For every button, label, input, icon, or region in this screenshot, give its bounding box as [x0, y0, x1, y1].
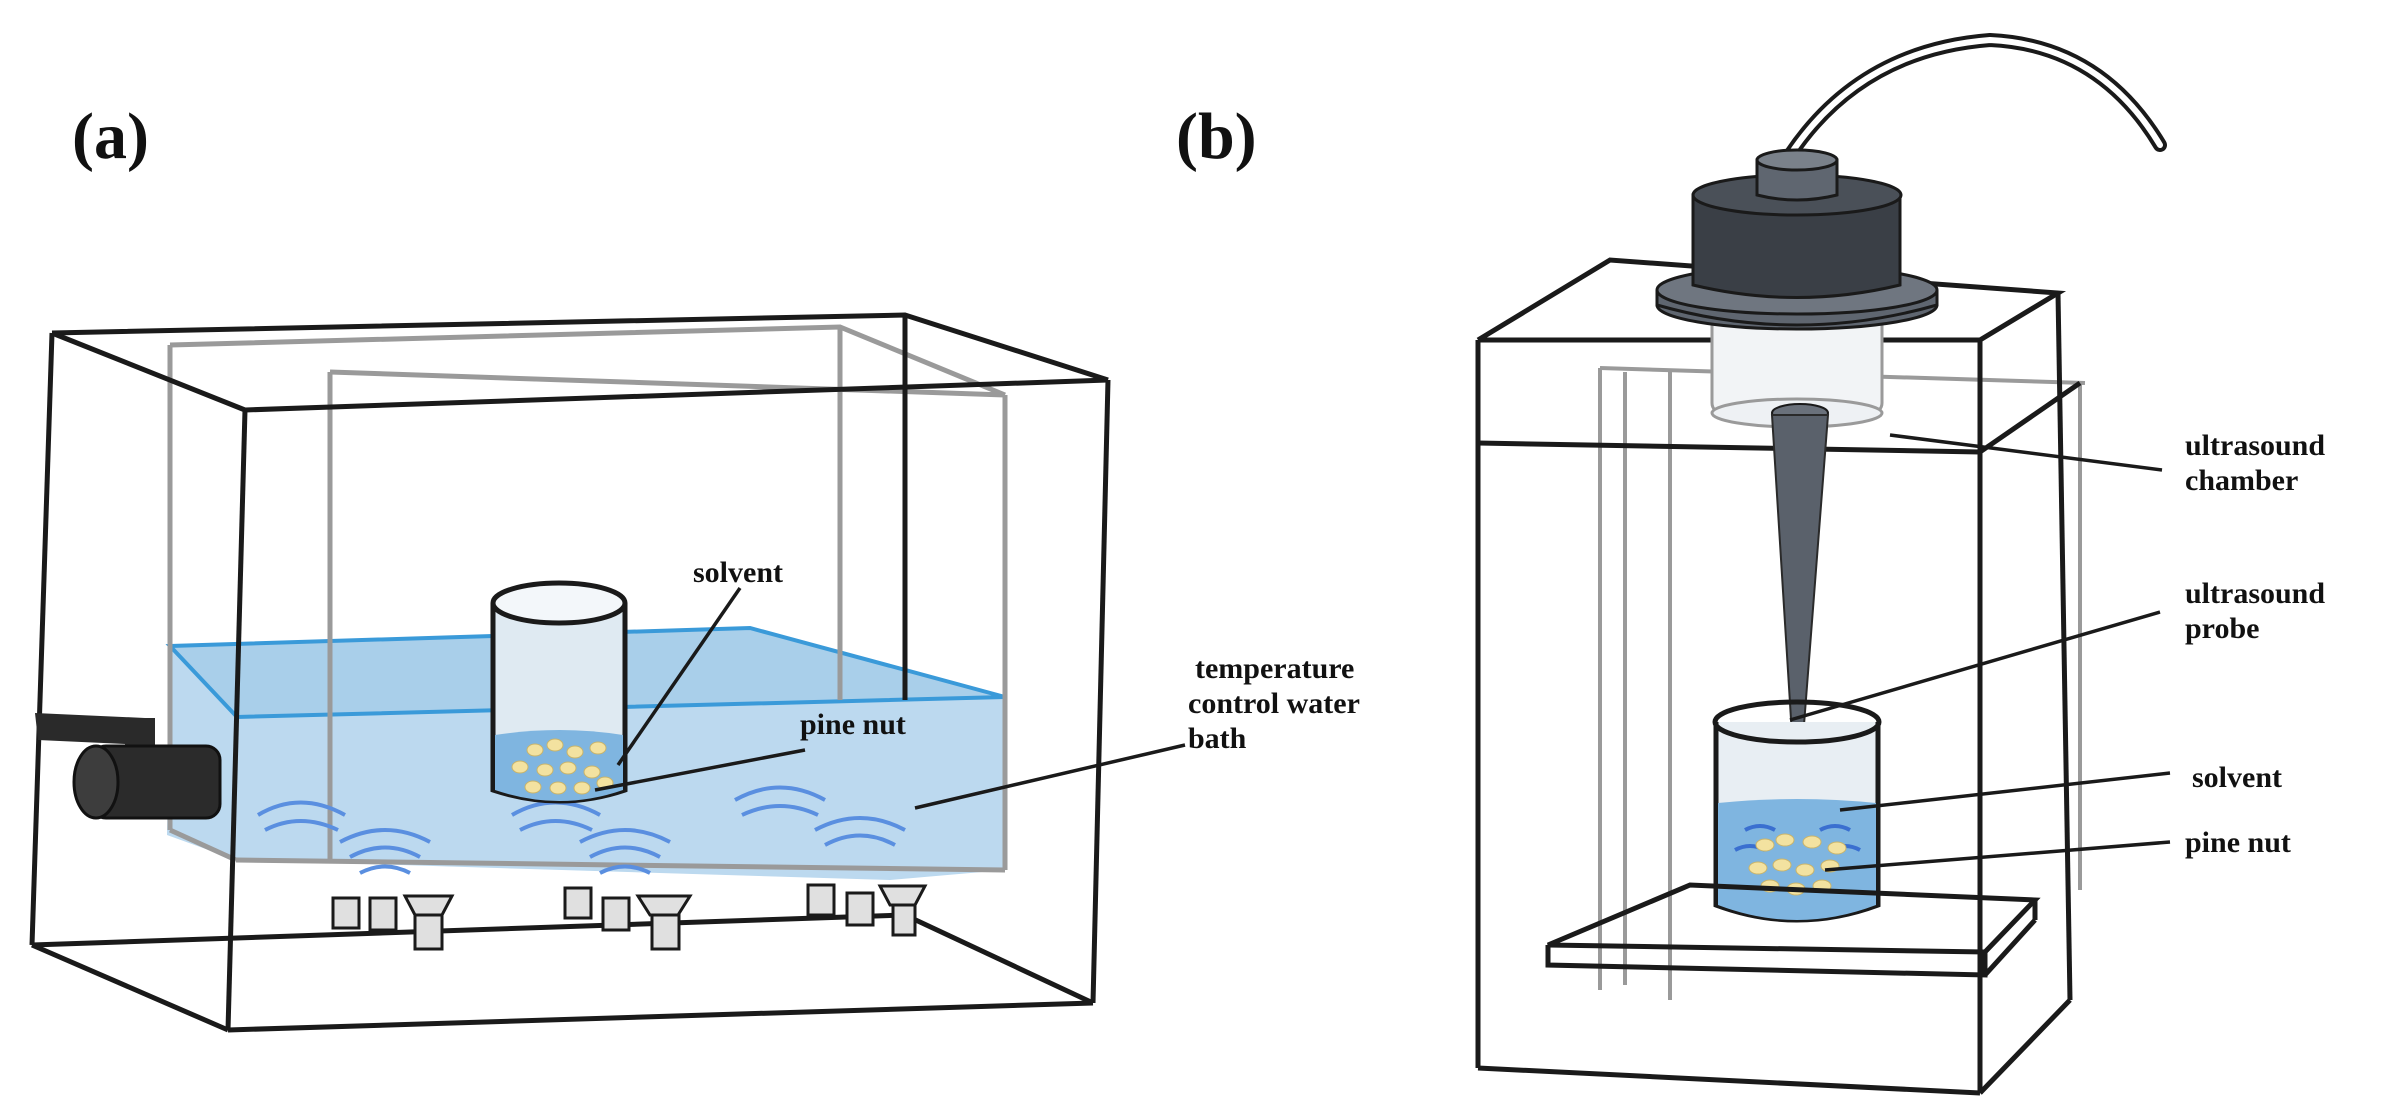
label-solvent-b: solvent: [2192, 761, 2282, 794]
transducers: [331, 883, 928, 951]
ultrasound-probe-tip: [1770, 403, 1830, 816]
pine-nuts-a: [511, 738, 614, 795]
label-chamber-line2: chamber: [2185, 464, 2298, 497]
probe-housing: [1655, 148, 1939, 429]
heater-pump: [35, 713, 222, 820]
outer-box-frame: [29, 312, 1111, 1033]
label-probe-line1: ultrasound: [2185, 577, 2325, 610]
ultrasound-chamber-box: [1475, 257, 2082, 1096]
label-pine-nut-a: pine nut: [800, 708, 906, 741]
stand-plate: [1545, 882, 2041, 978]
leader-lines-b: [1789, 433, 2171, 872]
label-solvent-a: solvent: [693, 556, 783, 589]
label-bath-line3: bath: [1188, 722, 1247, 755]
label-pine-nut-b: pine nut: [2185, 826, 2291, 859]
ultrasonic-waves: [256, 785, 906, 875]
leader-lines-a: [594, 587, 1186, 810]
pine-nuts-b: [1748, 833, 1847, 896]
label-chamber-line1: ultrasound: [2185, 429, 2325, 462]
label-bath-line2: control water: [1188, 687, 1360, 720]
panel-a: (a): [29, 100, 1360, 1033]
panel-a-label: (a): [72, 100, 149, 173]
panel-b: (b): [1176, 32, 2325, 1096]
label-probe-line2: probe: [2185, 612, 2259, 645]
beaker-a: [490, 580, 628, 804]
panel-b-label: (b): [1176, 100, 1257, 173]
label-bath-line1: temperature: [1195, 652, 1354, 685]
